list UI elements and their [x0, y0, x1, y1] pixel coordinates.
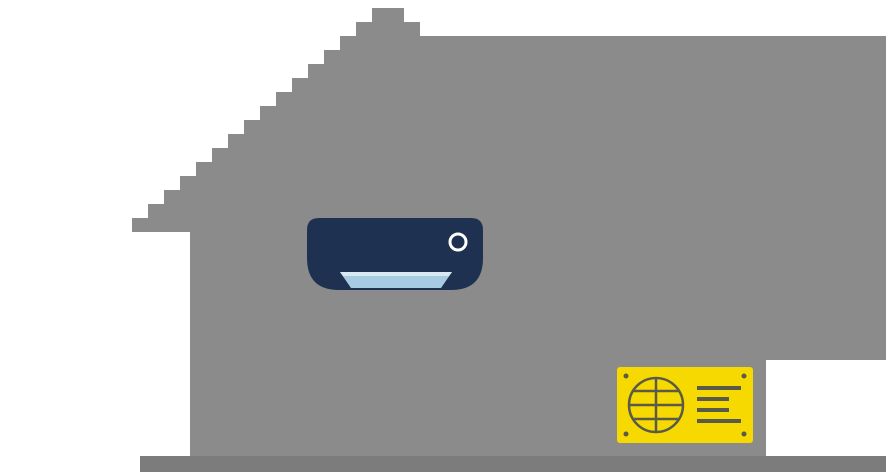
house-silhouette: [132, 8, 886, 456]
outdoor-heat-pump-unit: [617, 367, 753, 443]
ac-indicator-light-icon: [448, 232, 468, 252]
vent-slats-icon: [697, 386, 741, 423]
window-cutout: [766, 360, 886, 456]
ground-strip: [140, 456, 886, 472]
ac-vent-highlight: [340, 272, 452, 276]
corner-screws: [623, 373, 747, 437]
indoor-ac-unit: [307, 218, 483, 290]
fan-grille-icon: [627, 376, 685, 434]
